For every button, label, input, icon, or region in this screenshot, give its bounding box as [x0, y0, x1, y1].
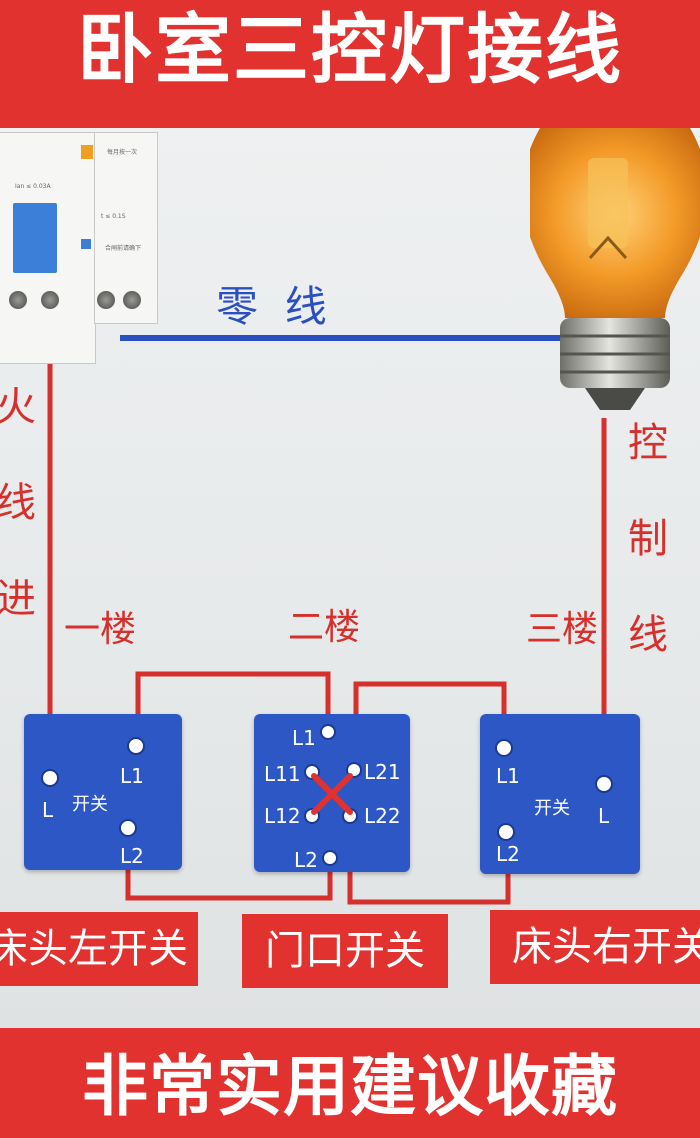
- terminal-screw: [595, 775, 613, 793]
- rcd-screw: [97, 291, 115, 309]
- live-label-char: 火: [0, 384, 36, 430]
- light-bulb: [530, 128, 700, 410]
- breaker-handle: [13, 203, 57, 273]
- traveler-wire-top-left: [135, 671, 331, 746]
- terminal-screw: [320, 724, 336, 740]
- wiring-board: Ian ≤ 0.03A 每月按一次 t ≤ 0.1S 合闸前请确下: [0, 128, 700, 1028]
- rcd-indicator: [81, 239, 91, 249]
- terminal-screw: [495, 739, 513, 757]
- circuit-breaker: Ian ≤ 0.03A: [0, 132, 96, 364]
- terminal-label: L2: [120, 844, 144, 868]
- floor-label-third: 三楼: [526, 609, 599, 650]
- live-label: 火 线 进: [0, 378, 38, 628]
- title-banner: 卧室三控灯接线: [0, 0, 700, 128]
- rcd-spec: t ≤ 0.1S: [101, 213, 126, 220]
- control-label-char: 制: [628, 516, 668, 562]
- page-title: 卧室三控灯接线: [77, 5, 623, 94]
- live-label-char: 线: [0, 480, 36, 526]
- terminal-label: L21: [364, 760, 401, 784]
- terminal-label: L12: [264, 804, 301, 828]
- terminal-screw: [41, 769, 59, 787]
- terminal-label: L11: [264, 762, 301, 786]
- terminal-label: L1: [120, 764, 144, 788]
- rcd-note: 每月按一次: [107, 149, 138, 156]
- terminal-label: L: [42, 798, 54, 822]
- rcd-screw: [123, 291, 141, 309]
- rcd-module: 每月按一次 t ≤ 0.1S 合闸前请确下: [81, 132, 158, 324]
- footer-banner: 非常实用建议收藏: [0, 1028, 700, 1138]
- caption-door-switch: 门口开关: [242, 914, 448, 988]
- live-label-char: 进: [0, 576, 36, 622]
- terminal-label: L: [598, 804, 610, 828]
- terminal-label: L22: [364, 804, 401, 828]
- terminal-screw: [322, 850, 338, 866]
- terminal-screw: [119, 819, 137, 837]
- terminal-label: L2: [294, 848, 318, 872]
- control-label-char: 控: [628, 420, 668, 466]
- control-label: 控 制 线: [626, 414, 670, 664]
- breaker-screw: [41, 291, 59, 309]
- cross-mark: [311, 773, 353, 815]
- switch-name: 开关: [534, 798, 570, 819]
- breaker-spec: Ian ≤ 0.03A: [15, 183, 51, 190]
- terminal-screw: [127, 737, 145, 755]
- control-label-char: 线: [628, 612, 668, 658]
- test-button: [81, 145, 93, 159]
- floor-label-second: 二楼: [288, 607, 361, 648]
- footer-text: 非常实用建议收藏: [82, 1048, 618, 1125]
- switch-left: L1 L 开关 L2: [24, 714, 182, 870]
- terminal-screw: [497, 823, 515, 841]
- neutral-label: 零 线: [216, 282, 327, 331]
- floor-label-first: 一楼: [64, 609, 137, 650]
- switch-name: 开关: [72, 794, 108, 815]
- rcd-warning: 合闸前请确下: [105, 245, 142, 252]
- caption-left-switch: 床头左开关: [0, 912, 198, 986]
- terminal-label: L2: [496, 842, 520, 866]
- terminal-label: L1: [292, 726, 316, 750]
- breaker-screw: [9, 291, 27, 309]
- terminals-overlay: [41, 724, 613, 866]
- terminal-label: L1: [496, 764, 520, 788]
- caption-right-switch: 床头右开关: [490, 910, 700, 984]
